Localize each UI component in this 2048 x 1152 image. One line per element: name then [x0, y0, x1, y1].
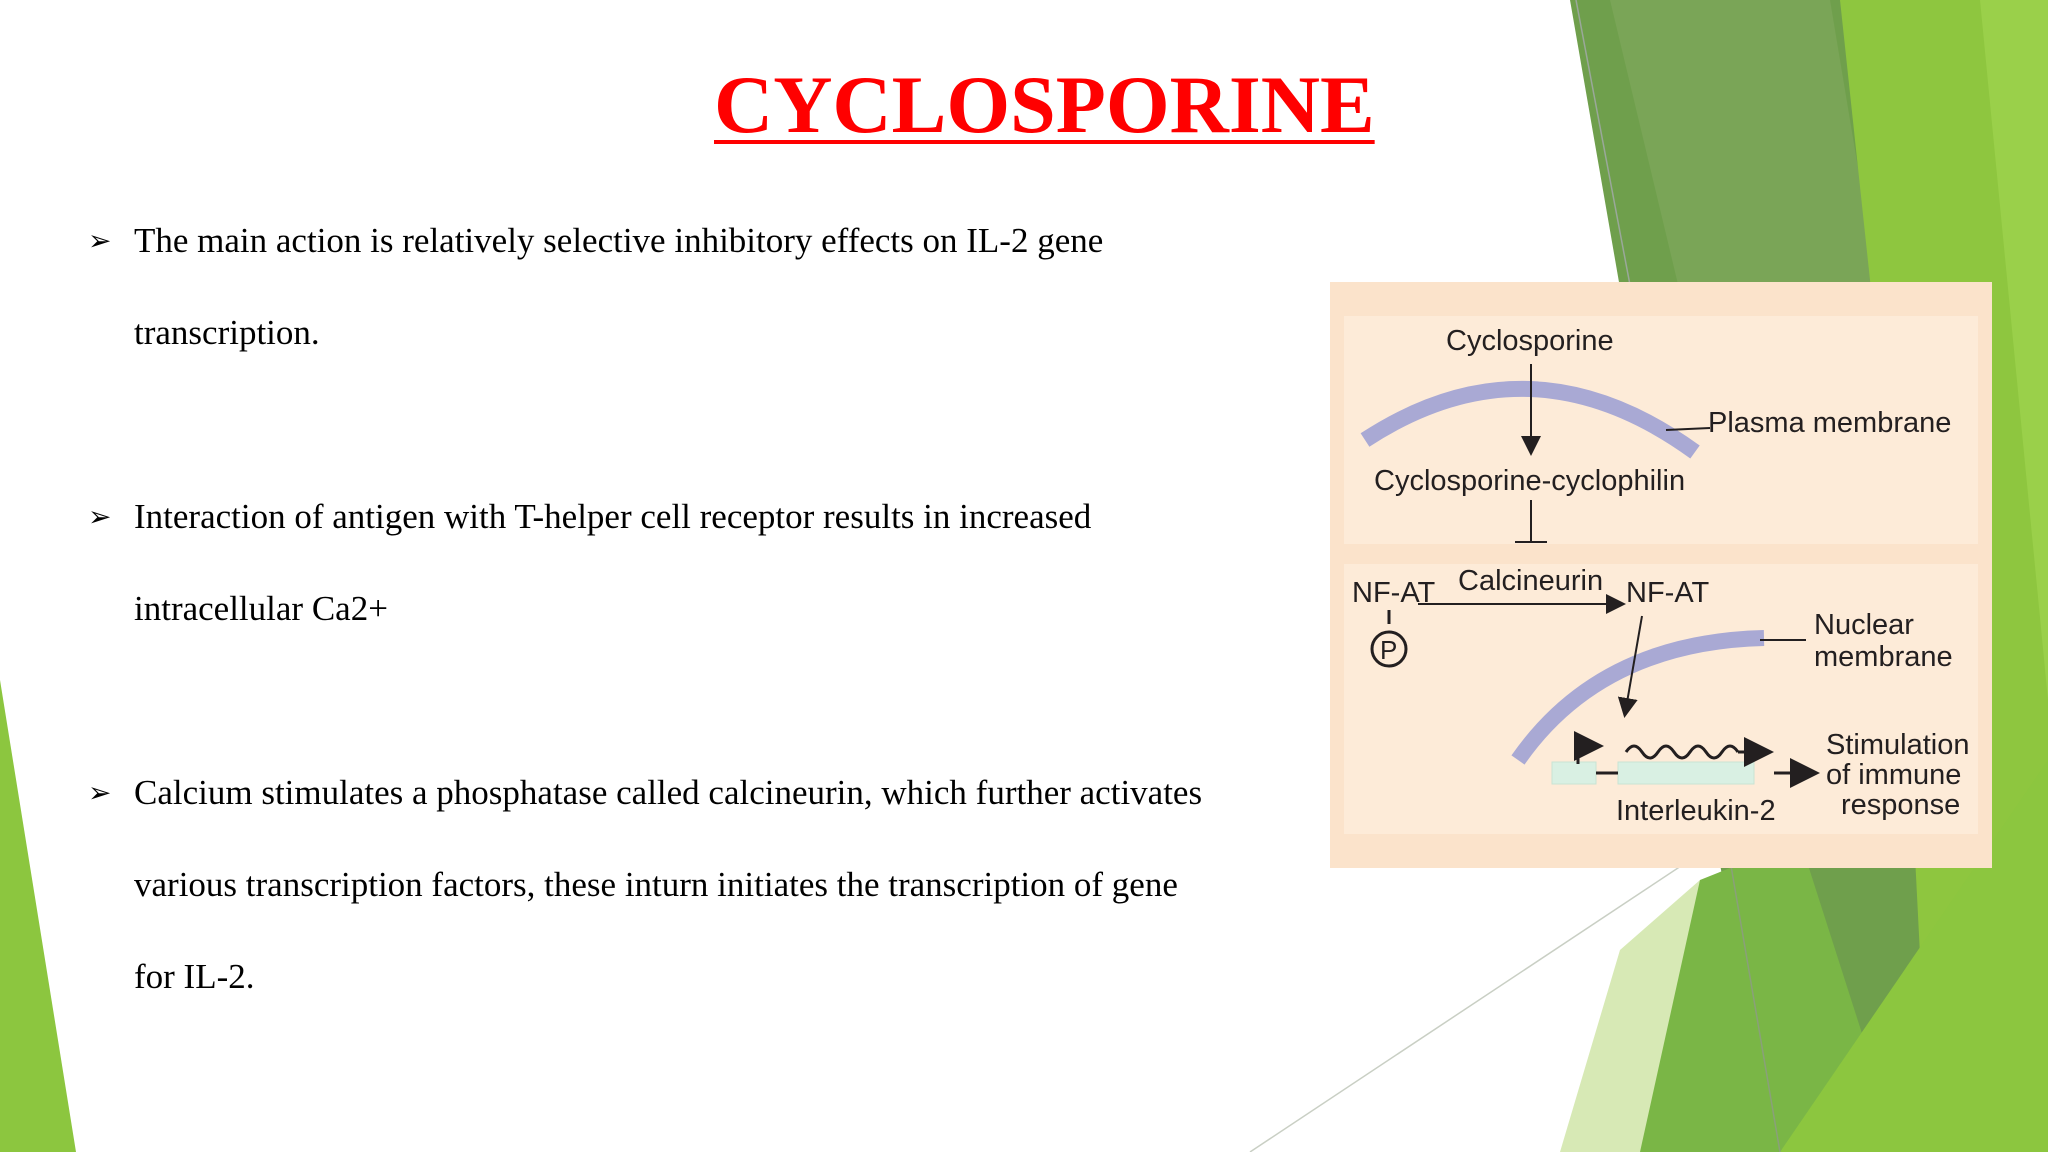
bg-thin-line-1	[1575, 0, 1631, 286]
bg-thin-line-3	[1729, 859, 1781, 1152]
bullet-arrow-icon: ➢	[88, 500, 112, 533]
bullet-line: transcription.	[134, 313, 320, 352]
bullet-arrow-icon: ➢	[88, 776, 112, 809]
phosphate-label: P	[1380, 635, 1397, 665]
nuclear-membrane-shape	[1511, 630, 1765, 765]
plasma-membrane-pointer	[1665, 427, 1711, 431]
bg-thin-line-2	[1249, 859, 1691, 1152]
bullet-item-2: ➢ Interaction of antigen with T-helper c…	[88, 471, 1328, 655]
bg-shape-left	[0, 680, 76, 1152]
slide-title: CYCLOSPORINE	[714, 58, 1375, 152]
bullet-line: Interaction of antigen with T-helper cel…	[134, 497, 1092, 536]
bullet-line: for IL-2.	[134, 957, 255, 996]
complex-label: Cyclosporine-cyclophilin	[1374, 465, 1685, 497]
mechanism-diagram: Cyclosporine Plasma membrane Cyclosporin…	[1330, 282, 1992, 868]
plasma-membrane-label: Plasma membrane	[1708, 407, 1951, 439]
stimulation-label-3: response	[1841, 789, 1960, 821]
stimulation-label-2: of immune	[1826, 759, 1961, 791]
bullet-line: Calcium stimulates a phosphatase called …	[134, 773, 1203, 812]
bullet-arrow-icon: ➢	[88, 224, 112, 257]
bullet-line: various transcription factors, these int…	[134, 865, 1178, 904]
bullet-item-1: ➢ The main action is relatively selectiv…	[88, 195, 1328, 379]
mrna-wave	[1624, 744, 1740, 760]
bullet-item-3: ➢ Calcium stimulates a phosphatase calle…	[88, 747, 1328, 1023]
gene-promoter-box	[1551, 761, 1597, 785]
interleukin-label: Interleukin-2	[1616, 795, 1776, 827]
nuclear-membrane-label-2: membrane	[1814, 641, 1953, 673]
calcineurin-label: Calcineurin	[1458, 565, 1603, 597]
gene-coding-box	[1617, 761, 1755, 785]
phosphate-circle	[1370, 630, 1408, 668]
bullet-line: intracellular Ca2+	[134, 589, 388, 628]
transcription-start-arrow	[1574, 731, 1604, 764]
nucleus-panel	[1344, 564, 1978, 834]
stimulation-label-1: Stimulation	[1826, 729, 1969, 761]
cyclosporine-label: Cyclosporine	[1446, 325, 1614, 357]
nuclear-membrane-label-1: Nuclear	[1814, 609, 1914, 641]
nfat-active-label: NF-AT	[1626, 577, 1710, 609]
nfat-nucleus-arrow	[1617, 615, 1643, 718]
bg-shape-right-highlight	[1980, 0, 2048, 700]
title-text: CYCLOSPORINE	[714, 59, 1375, 150]
bullet-line: The main action is relatively selective …	[134, 221, 1104, 260]
